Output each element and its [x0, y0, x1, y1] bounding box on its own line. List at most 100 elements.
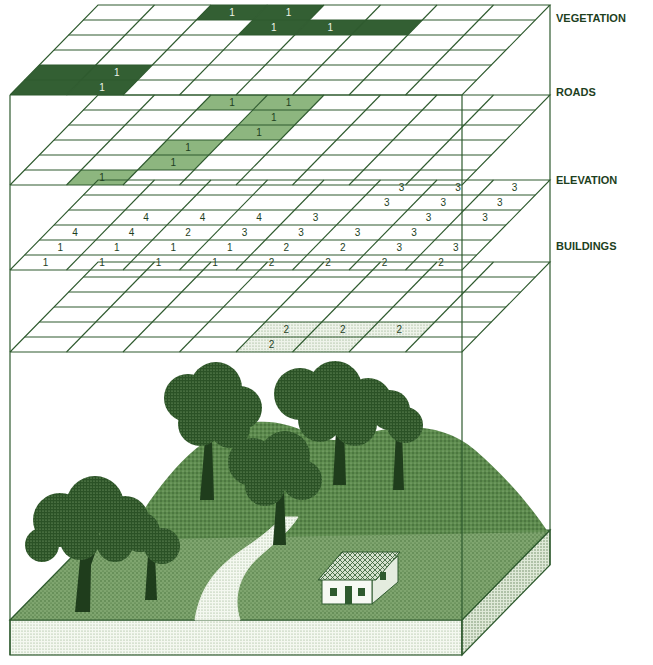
- cell-value: 1: [156, 258, 162, 268]
- cell-value: 2: [185, 228, 191, 238]
- box-frame: [10, 5, 550, 655]
- cell-value: 3: [453, 243, 459, 253]
- grid-line: [54, 306, 506, 307]
- cell-value: 3: [355, 228, 361, 238]
- shaded-cell: [67, 170, 138, 185]
- cell-value: 1: [99, 83, 105, 93]
- shaded-cell: [152, 140, 223, 155]
- cell-value: 4: [200, 213, 206, 223]
- cell-value: 1: [185, 143, 191, 153]
- cell-value: 1: [286, 98, 292, 108]
- tree: [282, 460, 322, 500]
- grid-line: [10, 5, 550, 95]
- tree: [228, 431, 322, 545]
- cell-value: 4: [143, 213, 149, 223]
- cell-value: 1: [170, 243, 176, 253]
- shaded-cell: [253, 5, 324, 20]
- grid-line: [25, 79, 477, 80]
- grid-line: [69, 291, 521, 292]
- cell-value: 1: [256, 128, 262, 138]
- grid-line: [25, 254, 477, 255]
- cell-value: 3: [512, 183, 518, 193]
- cell-value: 1: [114, 68, 120, 78]
- house: [318, 552, 400, 604]
- grid-line: [10, 180, 550, 270]
- cell-value: 1: [170, 158, 176, 168]
- terrain-block: [10, 361, 550, 655]
- layer-name: BUILDINGS: [556, 241, 617, 252]
- cell-value: 2: [283, 325, 289, 335]
- cell-value: 3: [313, 213, 319, 223]
- cell-value: 1: [227, 243, 233, 253]
- grid-line: [39, 64, 491, 65]
- house: [358, 588, 365, 596]
- shaded-cell: [238, 110, 309, 125]
- shaded-cell: [351, 20, 422, 35]
- tree: [25, 528, 59, 562]
- cell-value: 3: [242, 228, 248, 238]
- cell-value: 4: [72, 228, 78, 238]
- cell-value: 1: [229, 98, 235, 108]
- cell-value: 1: [99, 173, 105, 183]
- shaded-cell: [364, 322, 435, 337]
- layer-name: VEGETATION: [556, 13, 626, 24]
- layer-grids: [10, 5, 550, 352]
- grid-line: [83, 19, 535, 20]
- cell-value: 3: [482, 213, 488, 223]
- tree: [245, 466, 285, 506]
- cell-value: 3: [497, 198, 503, 208]
- grid-line: [25, 169, 477, 170]
- shaded-cell: [253, 95, 324, 110]
- cell-value: 4: [256, 213, 262, 223]
- cell-value: 2: [382, 258, 388, 268]
- grid-line: [25, 336, 477, 337]
- cell-value: 1: [327, 23, 333, 33]
- layer-name: ROADS: [556, 87, 596, 98]
- cell-value: 2: [283, 243, 289, 253]
- grid-line: [83, 109, 535, 110]
- grid-line: [54, 224, 506, 225]
- tree: [25, 476, 149, 612]
- grid-line: [39, 321, 491, 322]
- tree: [60, 520, 100, 560]
- cell-value: 2: [340, 243, 346, 253]
- cell-value: 3: [399, 183, 405, 193]
- grid-line: [54, 49, 506, 50]
- house: [380, 572, 386, 580]
- cell-value: 1: [212, 258, 218, 268]
- shaded-cell: [81, 65, 152, 80]
- tree: [200, 440, 214, 500]
- shaded-cell: [293, 337, 364, 352]
- house: [318, 552, 400, 580]
- cell-value: 1: [57, 243, 63, 253]
- tree: [387, 407, 423, 443]
- cell-value: 3: [455, 183, 461, 193]
- cell-value: 1: [271, 23, 277, 33]
- cell-value: 1: [99, 258, 105, 268]
- cell-value: 4: [129, 228, 135, 238]
- tree: [97, 526, 133, 562]
- cell-value: 2: [438, 258, 444, 268]
- house: [322, 578, 372, 604]
- box-frame: [549, 5, 550, 565]
- cell-value: 1: [229, 8, 235, 18]
- cell-value: 1: [271, 113, 277, 123]
- tree: [370, 390, 423, 490]
- cell-value: 2: [396, 325, 402, 335]
- grid-line: [69, 124, 521, 125]
- box-frame: [9, 95, 10, 655]
- house: [345, 586, 352, 604]
- shaded-cell: [67, 80, 138, 95]
- cell-value: 3: [384, 198, 390, 208]
- grid-line: [39, 154, 491, 155]
- grid-line: [69, 209, 521, 210]
- grid-line: [10, 262, 550, 352]
- hill: [110, 422, 548, 548]
- cell-value: 2: [340, 325, 346, 335]
- grid-line: [54, 139, 506, 140]
- cell-value: 2: [269, 340, 275, 350]
- grid-line: [10, 95, 550, 185]
- grid-line: [69, 34, 521, 35]
